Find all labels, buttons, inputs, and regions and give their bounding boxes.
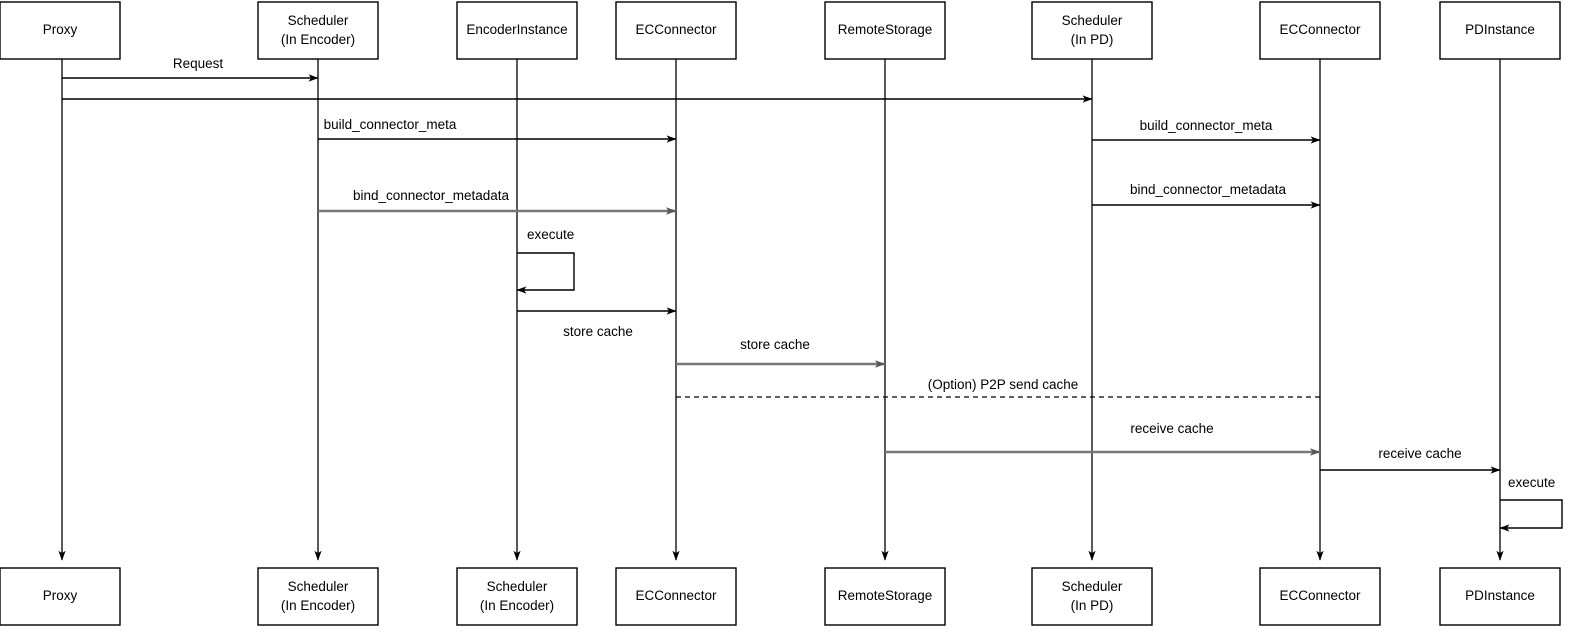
participant-bottom-label-remote_storage: RemoteStorage [838, 588, 933, 603]
lifelines-layer [58, 59, 1504, 561]
message-label-m3: build_connector_meta [324, 117, 457, 132]
message-label-m5: bind_connector_metadata [353, 188, 510, 203]
participant-top-rect-ec_connector_1 [615, 1, 737, 60]
participant-top-sched_encoder[interactable]: Scheduler (In Encoder) [257, 1, 379, 60]
messages-layer: Request build_connector_meta build_connect… [62, 56, 1501, 474]
participant-bottom-pd_instance[interactable]: PDInstance [1439, 567, 1561, 626]
self-message-s2 [1499, 499, 1563, 532]
participant-top-ec_connector_2[interactable]: ECConnector [1259, 1, 1381, 60]
participant-bottom-rect-sched_encoder [257, 567, 379, 626]
participant-top-rect-sched_encoder [257, 1, 379, 60]
self-message-label-s2: execute [1508, 475, 1555, 490]
participant-top-label-sched_encoder: Scheduler [288, 13, 349, 28]
participant-top-label-pd_instance: PDInstance [1465, 22, 1535, 37]
participant-bottom-rect-ec_connector_2 [1259, 567, 1381, 626]
participant-top-rect-sched_pd [1031, 1, 1153, 60]
participant-top-pd_instance[interactable]: PDInstance [1439, 1, 1561, 60]
message-label-m4: build_connector_meta [1140, 118, 1273, 133]
participant-bottom-rect-remote_storage [824, 567, 946, 626]
participant-top-label-ec_connector_1: ECConnector [635, 22, 717, 37]
participant-top-encoder_inst[interactable]: EncoderInstance [456, 1, 578, 60]
participant-top-label-remote_storage: RemoteStorage [838, 22, 933, 37]
participant-top-ec_connector_1[interactable]: ECConnector [615, 1, 737, 60]
participant-top-rect-pd_instance [1439, 1, 1561, 60]
participant-top-sched_pd[interactable]: Scheduler (In PD) [1031, 1, 1153, 60]
participant-bottom-sublabel-encoder_inst: (In Encoder) [480, 598, 554, 613]
participant-bottom-rect-pd_instance [1439, 567, 1561, 626]
participant-boxes-bottom: Proxy Scheduler (In Encoder) Scheduler (In E… [0, 567, 1561, 626]
self-messages-layer: execute execute [516, 227, 1563, 532]
participant-top-rect-proxy [0, 1, 121, 60]
participant-bottom-rect-encoder_inst [456, 567, 578, 626]
participant-bottom-proxy[interactable]: Proxy [0, 567, 121, 626]
self-message-s1 [516, 252, 575, 294]
participant-top-label-encoder_inst: EncoderInstance [466, 22, 567, 37]
participant-bottom-sched_pd[interactable]: Scheduler (In PD) [1031, 567, 1153, 626]
participant-top-rect-encoder_inst [456, 1, 578, 60]
participant-bottom-label-ec_connector_1: ECConnector [635, 588, 717, 603]
participant-bottom-rect-proxy [0, 567, 121, 626]
participant-boxes-top: Proxy Scheduler (In Encoder) EncoderInstanc… [0, 1, 1561, 60]
participant-top-sublabel-sched_encoder: (In Encoder) [281, 32, 355, 47]
self-message-label-s1: execute [527, 227, 574, 242]
message-label-m8: store cache [740, 337, 810, 352]
message-label-m11: receive cache [1378, 446, 1461, 461]
participant-bottom-label-sched_pd: Scheduler [1062, 579, 1123, 594]
participant-top-label-proxy: Proxy [43, 22, 78, 37]
participant-top-label-ec_connector_2: ECConnector [1279, 22, 1361, 37]
participant-top-rect-ec_connector_2 [1259, 1, 1381, 60]
participant-bottom-label-encoder_inst: Scheduler [487, 579, 548, 594]
participant-bottom-label-ec_connector_2: ECConnector [1279, 588, 1361, 603]
participant-bottom-label-sched_encoder: Scheduler [288, 579, 349, 594]
message-label-m6: bind_connector_metadata [1130, 182, 1287, 197]
message-label-m10: receive cache [1130, 421, 1213, 436]
participant-top-rect-remote_storage [824, 1, 946, 60]
message-label-m9: (Option) P2P send cache [928, 377, 1079, 392]
participant-top-remote_storage[interactable]: RemoteStorage [824, 1, 946, 60]
participant-bottom-label-proxy: Proxy [43, 588, 78, 603]
participant-bottom-remote_storage[interactable]: RemoteStorage [824, 567, 946, 626]
participant-top-proxy[interactable]: Proxy [0, 1, 121, 60]
participant-bottom-sublabel-sched_pd: (In PD) [1071, 598, 1114, 613]
participant-bottom-label-pd_instance: PDInstance [1465, 588, 1535, 603]
participant-top-label-sched_pd: Scheduler [1062, 13, 1123, 28]
participant-bottom-encoder_inst[interactable]: Scheduler (In Encoder) [456, 567, 578, 626]
message-label-m7: store cache [563, 324, 633, 339]
participant-top-sublabel-sched_pd: (In PD) [1071, 32, 1114, 47]
participant-bottom-ec_connector_1[interactable]: ECConnector [615, 567, 737, 626]
participant-bottom-rect-ec_connector_1 [615, 567, 737, 626]
participant-bottom-sched_encoder[interactable]: Scheduler (In Encoder) [257, 567, 379, 626]
participant-bottom-rect-sched_pd [1031, 567, 1153, 626]
message-label-m1: Request [173, 56, 224, 71]
participant-bottom-ec_connector_2[interactable]: ECConnector [1259, 567, 1381, 626]
participant-bottom-sublabel-sched_encoder: (In Encoder) [281, 598, 355, 613]
